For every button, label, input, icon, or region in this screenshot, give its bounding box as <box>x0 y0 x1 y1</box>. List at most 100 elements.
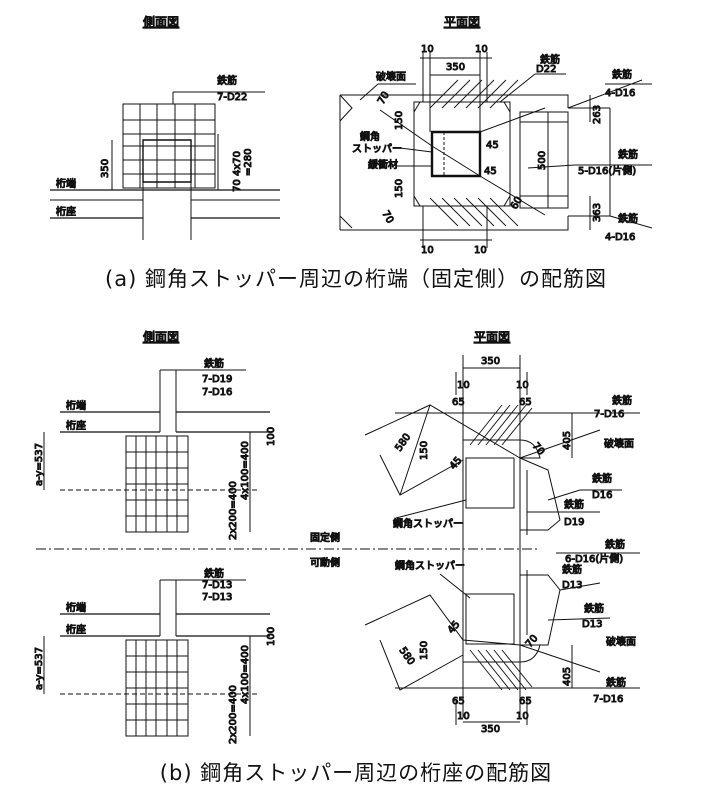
a-plan-rebar-r3-spec: 4-D16 <box>605 232 635 243</box>
b-plan-dim-580-b: 580 <box>397 645 417 667</box>
b-plan-stopper-label-t: 鋼角ストッパー <box>393 517 463 530</box>
b-fixed-dim-100: 100 <box>266 427 277 446</box>
a-plan-dim-150a: 150 <box>394 111 405 130</box>
a-side-rebar-label: 鉄筋 <box>217 74 237 87</box>
b-plan-dim-350-bot: 350 <box>481 724 500 735</box>
a-plan-rebar-r3-label: 鉄筋 <box>618 212 638 225</box>
b-fixed-side-label: 固定側 <box>310 531 340 544</box>
b-plan-rebar-d19-label: 鉄筋 <box>564 498 584 511</box>
a-plan-dim-263: 263 <box>592 105 603 124</box>
b-plan-dim-10-br: 10 <box>516 711 529 722</box>
b-plan-dim-65-tr: 65 <box>519 397 532 408</box>
b-plan-dim-10-tl: 10 <box>457 380 470 391</box>
b-plan-rebar-mid-spec: 6-D16(片側) <box>565 552 623 565</box>
a-plan-dim-60: 60 <box>509 195 525 212</box>
b-plan-rebar-mid-label: 鉄筋 <box>605 538 625 551</box>
b-movable-dim-4x100: 4x100=400 <box>240 645 251 704</box>
a-plan-rebar-box <box>414 102 510 206</box>
b-plan-rebar-d16-label: 鉄筋 <box>592 472 612 485</box>
a-plan-failure-plane: 破壊面 <box>376 70 406 83</box>
a-plan-dim-10b: 10 <box>475 44 488 55</box>
b-movable-dim-100: 100 <box>266 627 277 646</box>
b-side-title: 側面図 <box>143 330 179 344</box>
b-side-view-fixed: 側面図 鉄筋 7-D19 7-D16 桁端 桁座 a-y=537 100 4x1… <box>34 330 278 541</box>
b-plan-dim-150-b: 150 <box>419 641 430 660</box>
b-fixed-ay: a-y=537 <box>34 443 45 486</box>
b-movable-dim-2x200: 2x200=400 <box>228 685 239 744</box>
a-plan-dim-350: 350 <box>446 62 465 73</box>
a-side-dim-4x70: 4x70 <box>232 151 243 176</box>
b-movable-girder-end: 桁端 <box>66 601 86 614</box>
a-side-dim-280: =280 <box>243 149 254 176</box>
a-plan-dim-10a: 10 <box>421 44 434 55</box>
b-movable-rebar-label: 鉄筋 <box>204 567 224 580</box>
b-movable-side-label: 可動側 <box>310 556 340 569</box>
b-plan-rebar-d13b-spec: D13 <box>582 619 602 630</box>
a-plan-dim-363: 363 <box>592 203 603 222</box>
a-plan-cushion-label: 緩衝材 <box>368 158 398 171</box>
a-plan-rebar-r1-label: 鉄筋 <box>612 68 632 81</box>
b-plan-dim-150-t: 150 <box>419 441 430 460</box>
caption-b: (b) 鋼角ストッパー周辺の桁座の配筋図 <box>159 761 553 785</box>
a-side-dim-350: 350 <box>100 159 111 178</box>
b-plan-failure-plane-b: 破壊面 <box>606 635 636 648</box>
a-plan-stopper-label-2: ストッパー <box>352 143 402 155</box>
a-plan-dim-45a: 45 <box>486 140 499 151</box>
a-plan-dim-70a: 70 <box>376 90 392 107</box>
b-plan-hatch-bottom <box>470 650 532 690</box>
b-side-view-movable: 鉄筋 7-D13 7-D13 桁端 桁座 a-y=537 100 4x100=4… <box>34 567 278 745</box>
b-plan-failure-plane-t: 破壊面 <box>604 437 634 450</box>
b-fixed-dim-2x200: 2x200=400 <box>228 481 239 540</box>
b-plan-rebar-b-spec: 7-D16 <box>593 694 623 705</box>
b-plan-rebar-t-spec: 7-D16 <box>594 409 624 420</box>
b-movable-rebar-spec2: 7-D13 <box>202 592 232 603</box>
b-plan-rebar-t-label: 鉄筋 <box>612 394 632 407</box>
b-plan-rebar-b-label: 鉄筋 <box>606 676 626 689</box>
b-movable-ay: a-y=537 <box>34 647 45 690</box>
b-fixed-rebar-spec1: 7-D19 <box>202 374 232 385</box>
b-plan-stopper-bottom <box>466 594 514 644</box>
b-movable-rebar-spec1: 7-D13 <box>202 580 232 591</box>
b-fixed-bearing-seat: 桁座 <box>66 419 86 432</box>
b-fixed-rebar-spec2: 7-D16 <box>202 387 232 398</box>
a-plan-view: 平面図 10 10 <box>340 15 652 257</box>
a-plan-stopper-label-1: 鋼角 <box>360 130 380 143</box>
b-plan-dim-65-br: 65 <box>519 696 532 707</box>
b-plan-dim-45-t: 45 <box>448 455 465 472</box>
b-plan-title: 平面図 <box>474 330 510 344</box>
b-fixed-girder-end: 桁端 <box>66 399 86 412</box>
caption-a: (a) 鋼角ストッパー周辺の桁端（固定側）の配筋図 <box>105 267 607 291</box>
a-plan-stopper <box>432 132 480 176</box>
b-plan-rebar-d19-spec: D19 <box>564 517 584 528</box>
b-plan-stopper-top <box>466 458 514 508</box>
a-side-dim-70: 70 <box>232 179 243 192</box>
b-movable-bearing-seat: 桁座 <box>66 623 86 636</box>
a-girder-end-label: 桁端 <box>56 177 76 190</box>
a-plan-rebar-r2-spec: 5-D16(片側) <box>578 164 636 177</box>
b-plan-dim-10-bl: 10 <box>457 711 470 722</box>
b-plan-dim-10-tr: 10 <box>516 380 529 391</box>
b-plan-stopper-label-b: 鋼角ストッパー <box>395 559 465 572</box>
a-side-title: 側面図 <box>143 15 179 29</box>
a-plan-dim-70b: 70 <box>379 209 395 226</box>
b-plan-dim-350-top: 350 <box>481 356 500 367</box>
b-fixed-rebar-label: 鉄筋 <box>204 357 224 370</box>
a-side-rebar-spec: 7-D22 <box>217 92 247 103</box>
a-plan-dim-45b: 45 <box>484 166 497 177</box>
b-plan-dim-405-b: 405 <box>562 667 573 686</box>
a-side-stopper <box>143 140 191 182</box>
a-plan-rebar-top-spec: D22 <box>536 64 556 75</box>
b-fixed-dim-4x100: 4x100=400 <box>240 441 251 500</box>
a-side-view: 側面図 桁端 桁座 鉄筋 7-D22 350 70 4x70 =280 <box>50 15 280 240</box>
b-plan-dim-65-tl: 65 <box>452 397 465 408</box>
b-plan-rebar-d13a-label: 鉄筋 <box>562 563 582 576</box>
a-plan-rebar-r1-spec: 4-D16 <box>605 88 635 99</box>
b-plan-rebar-d13b-label: 鉄筋 <box>584 602 604 615</box>
b-plan-dim-45-b: 45 <box>446 619 463 636</box>
a-plan-dim-10d: 10 <box>474 245 487 256</box>
a-plan-rebar-top-label: 鉄筋 <box>540 53 560 66</box>
a-plan-dim-500: 500 <box>537 151 548 170</box>
b-plan-rebar-d16-spec: D16 <box>592 490 612 501</box>
b-plan-dim-405-t: 405 <box>562 431 573 450</box>
